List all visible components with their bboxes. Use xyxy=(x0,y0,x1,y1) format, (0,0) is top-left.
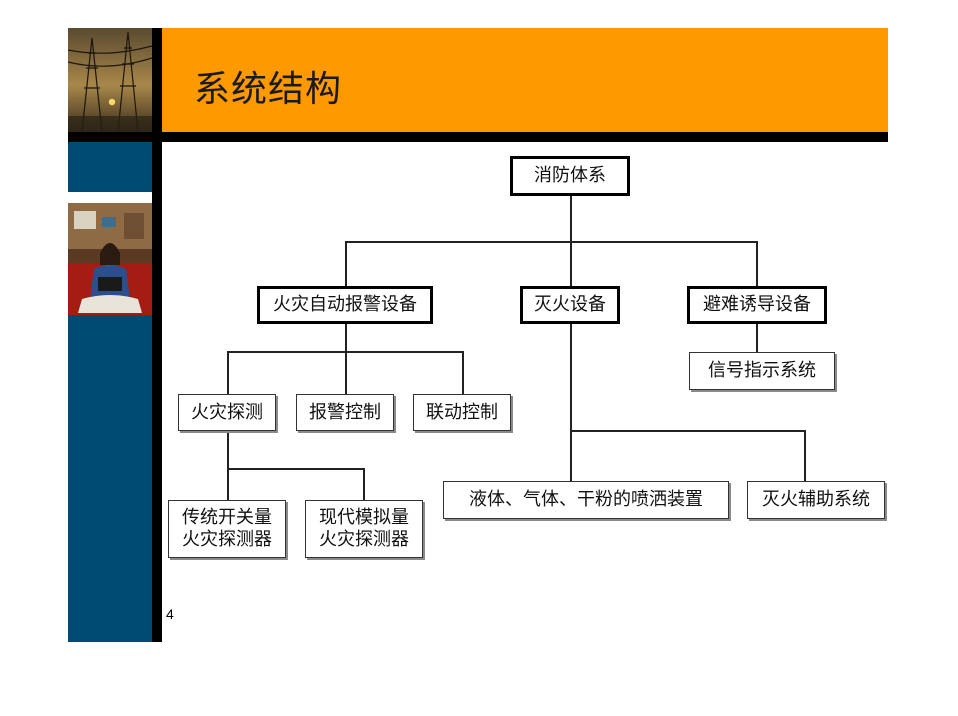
node-traditional-detector: 传统开关量 火灾探测器 xyxy=(168,500,286,558)
node-evacuation-equipment: 避难诱导设备 xyxy=(687,286,827,324)
connector xyxy=(345,241,757,243)
connector xyxy=(570,430,805,432)
connector xyxy=(345,241,347,286)
connector xyxy=(363,468,365,500)
connector xyxy=(227,351,229,394)
connector xyxy=(804,430,806,481)
node-auxiliary-system: 灭火辅助系统 xyxy=(747,481,885,519)
connector xyxy=(462,351,464,394)
vertical-black-divider xyxy=(152,28,162,642)
title-underline xyxy=(162,132,888,142)
title-bar xyxy=(162,28,888,132)
page-title: 系统结构 xyxy=(194,69,343,110)
page-number: 4 xyxy=(166,606,174,622)
node-extinguishing-equipment: 灭火设备 xyxy=(520,286,620,324)
node-fire-detection: 火灾探测 xyxy=(178,394,276,431)
connector xyxy=(570,324,572,481)
root-node: 消防体系 xyxy=(510,156,630,196)
left-blue-panel-top xyxy=(68,142,152,192)
connector xyxy=(227,468,364,470)
left-white-gap xyxy=(68,192,152,203)
node-linkage-control: 联动控制 xyxy=(413,394,511,431)
node-modern-analog-detector: 现代模拟量 火灾探测器 xyxy=(305,500,423,558)
woman-laptop-photo-icon xyxy=(68,203,152,315)
node-fire-alarm-equipment: 火灾自动报警设备 xyxy=(257,286,433,324)
power-lines-photo-icon xyxy=(68,28,152,132)
left-black-strip xyxy=(68,132,152,142)
left-blue-panel-bottom xyxy=(68,315,152,642)
connector xyxy=(227,431,229,469)
connector xyxy=(227,468,229,500)
node-spray-devices: 液体、气体、干粉的喷洒装置 xyxy=(443,481,729,519)
connector xyxy=(345,351,347,394)
connector xyxy=(345,324,347,352)
node-signal-indicator-system: 信号指示系统 xyxy=(689,352,835,390)
connector xyxy=(756,324,758,352)
node-alarm-control: 报警控制 xyxy=(296,394,394,431)
connector xyxy=(756,241,758,286)
